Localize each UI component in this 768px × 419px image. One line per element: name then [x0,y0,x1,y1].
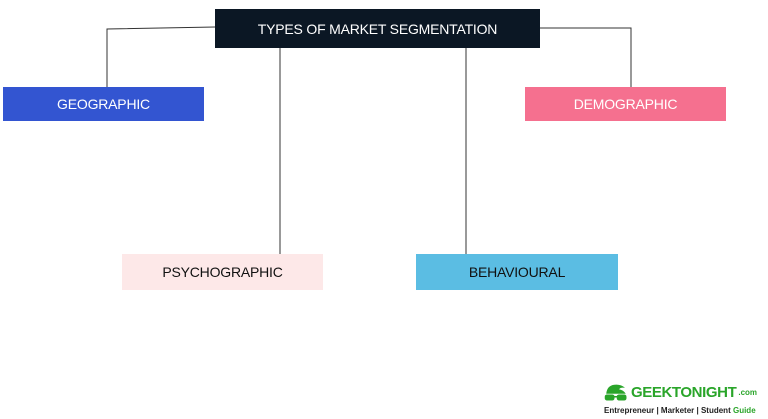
connector-geographic [106,26,216,87]
node-demographic: DEMOGRAPHIC [525,87,726,121]
node-behavioural: BEHAVIOURAL [416,254,618,290]
logo-name: GEEKTONIGHT [631,384,737,401]
connector-demographic [540,27,632,87]
geek-face-icon [604,384,627,401]
root-node: TYPES OF MARKET SEGMENTATION [215,9,540,48]
geektonight-logo: GEEKTONIGHT .com Entrepreneur | Marketer… [604,383,766,417]
logo-tagline: Entrepreneur | Marketer | Student Guide [604,405,766,416]
tagline-accent: Guide [732,406,756,415]
node-psychographic: PSYCHOGRAPHIC [122,254,323,290]
node-geographic: GEOGRAPHIC [3,87,204,121]
tagline-main: Entrepreneur | Marketer | Student [604,406,731,415]
logo-suffix: .com [738,388,758,397]
logo-row: GEEKTONIGHT .com [604,383,766,403]
